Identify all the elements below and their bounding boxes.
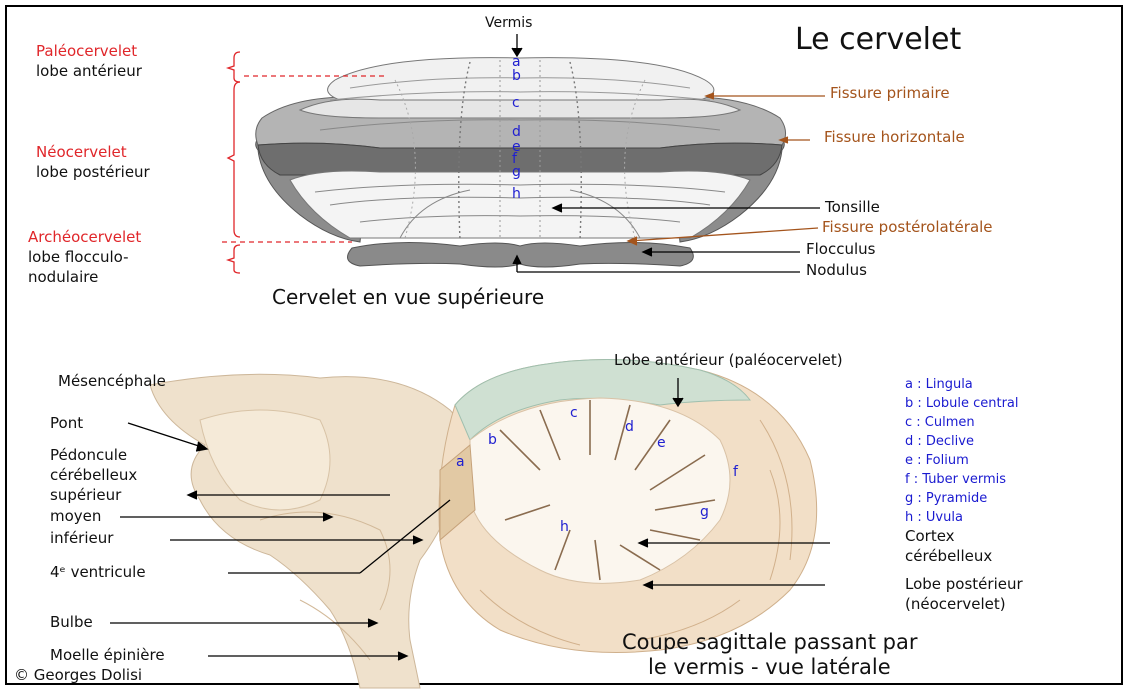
main-title: Le cervelet bbox=[795, 25, 961, 55]
label-mesencephale: Mésencéphale bbox=[58, 374, 166, 389]
label-pont: Pont bbox=[50, 416, 83, 431]
section-letter-e: e bbox=[657, 436, 666, 450]
legend-item: h : Uvula bbox=[905, 511, 963, 524]
legend-item: a : Lingula bbox=[905, 378, 973, 391]
label-lobe-posterieur-sag: Lobe postérieur bbox=[905, 577, 1023, 592]
label-paleocervelet: Paléocervelet bbox=[36, 44, 137, 59]
label-fissure-posterolaterale: Fissure postérolatérale bbox=[822, 220, 993, 235]
label-pedoncule: Pédoncule bbox=[50, 448, 127, 463]
vermis-letter-d: d bbox=[512, 125, 521, 139]
vermis-letter-a: a bbox=[512, 55, 521, 69]
label-moyen: moyen bbox=[50, 509, 101, 524]
section-letter-c: c bbox=[570, 406, 578, 420]
label-lobe-flocculo: lobe flocculo- bbox=[28, 250, 129, 265]
label-lobe-anterieur-paleocervelet: Lobe antérieur (paléocervelet) bbox=[614, 353, 843, 368]
label-archeocervelet: Archéocervelet bbox=[28, 230, 141, 245]
vermis-letter-b: b bbox=[512, 69, 521, 83]
label-bulbe: Bulbe bbox=[50, 615, 93, 630]
section-letter-b: b bbox=[488, 433, 497, 447]
section-letter-a: a bbox=[456, 455, 465, 469]
caption-coupe-sagittale-1: Coupe sagittale passant par bbox=[622, 632, 918, 653]
legend-item: f : Tuber vermis bbox=[905, 473, 1006, 486]
label-cerebelleux: cérébelleux bbox=[50, 468, 137, 483]
label-cortex: Cortex bbox=[905, 529, 955, 544]
label-inferieur: inférieur bbox=[50, 531, 113, 546]
vermis-letter-h: h bbox=[512, 187, 521, 201]
legend-item: e : Folium bbox=[905, 454, 969, 467]
legend-item: g : Pyramide bbox=[905, 492, 987, 505]
caption-coupe-sagittale-2: le vermis - vue latérale bbox=[648, 657, 891, 678]
label-moelle-epiniere: Moelle épinière bbox=[50, 648, 165, 663]
label-fissure-primaire: Fissure primaire bbox=[830, 86, 950, 101]
label-vermis: Vermis bbox=[485, 16, 532, 30]
label-tonsille: Tonsille bbox=[825, 200, 880, 215]
label-neocervelet: Néocervelet bbox=[36, 145, 127, 160]
legend-item: b : Lobule central bbox=[905, 397, 1019, 410]
vermis-letter-g: g bbox=[512, 165, 521, 179]
legend-item: c : Culmen bbox=[905, 416, 975, 429]
label-flocculus: Flocculus bbox=[806, 242, 875, 257]
label-cortex-cerebelleux: cérébelleux bbox=[905, 549, 992, 564]
section-letter-d: d bbox=[625, 420, 634, 434]
label-nodulaire: nodulaire bbox=[28, 270, 98, 285]
legend-item: d : Declive bbox=[905, 435, 974, 448]
section-letter-h: h bbox=[560, 520, 569, 534]
section-letter-f: f bbox=[733, 465, 738, 479]
label-4e-ventricule: 4ᵉ ventricule bbox=[50, 565, 146, 580]
label-superieur: supérieur bbox=[50, 488, 121, 503]
label-neocervelet-sag: (néocervelet) bbox=[905, 597, 1006, 612]
label-nodulus: Nodulus bbox=[806, 263, 867, 278]
vermis-letter-c: c bbox=[512, 96, 520, 110]
caption-vue-superieure: Cervelet en vue supérieure bbox=[272, 287, 544, 307]
label-lobe-posterieur: lobe postérieur bbox=[36, 165, 150, 180]
copyright-text: © Georges Dolisi bbox=[14, 668, 142, 683]
label-lobe-anterieur: lobe antérieur bbox=[36, 64, 142, 79]
label-fissure-horizontale: Fissure horizontale bbox=[824, 130, 965, 145]
section-letter-g: g bbox=[700, 505, 709, 519]
